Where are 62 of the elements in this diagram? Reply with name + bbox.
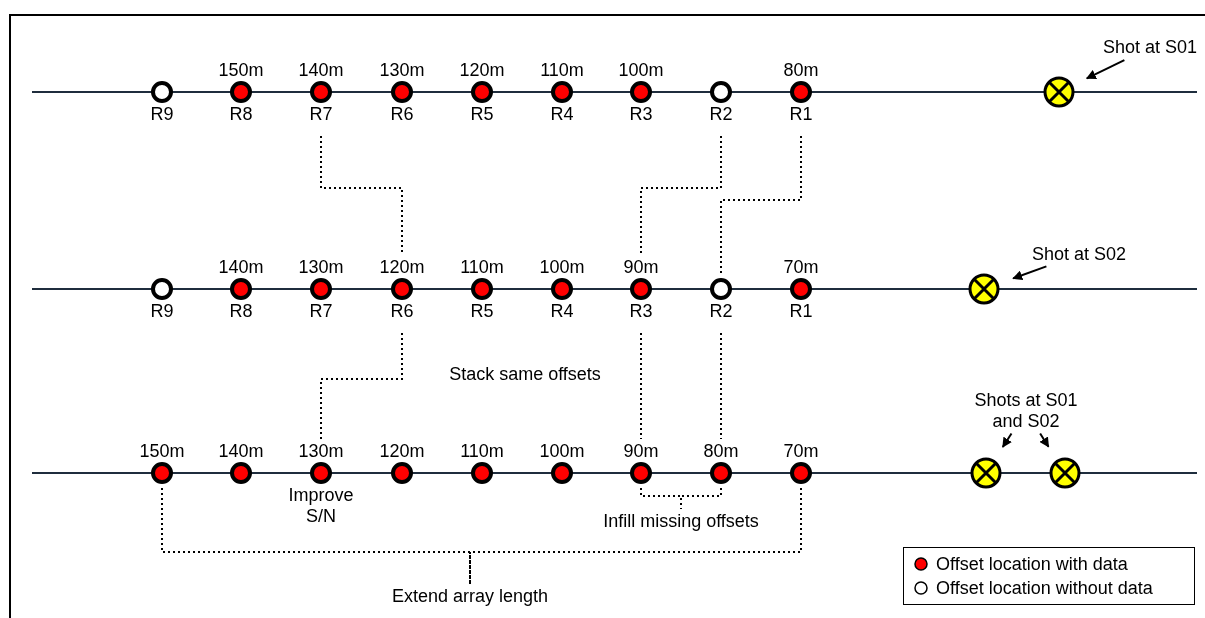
offset-label: 130m bbox=[379, 60, 425, 80]
arrow bbox=[1085, 59, 1126, 80]
offset-label: 100m bbox=[539, 257, 585, 277]
receiver-label: R2 bbox=[709, 104, 733, 124]
receiver-label: R3 bbox=[629, 104, 653, 124]
offset-label: 130m bbox=[298, 441, 344, 461]
offset-label: 80m bbox=[783, 60, 819, 80]
offset-label: 120m bbox=[379, 257, 425, 277]
receiver-label: R5 bbox=[470, 104, 494, 124]
receiver-label: R6 bbox=[390, 301, 414, 321]
dotted-connector bbox=[320, 332, 403, 440]
receiver-label: R9 bbox=[150, 104, 174, 124]
arrow bbox=[1001, 432, 1013, 448]
receiver-label: R9 bbox=[150, 301, 174, 321]
receiver-label: R7 bbox=[309, 104, 333, 124]
annotation-text: Stack same offsets bbox=[449, 364, 601, 385]
callout-text: Infill missing offsets bbox=[603, 511, 759, 532]
offset-label: 140m bbox=[298, 60, 344, 80]
annotation-text: Improve S/N bbox=[287, 485, 355, 527]
offset-label: 110m bbox=[540, 60, 584, 80]
receiver-label: R1 bbox=[789, 104, 813, 124]
callout-text: Shot at S02 bbox=[1031, 244, 1127, 265]
offset-label: 150m bbox=[139, 441, 185, 461]
dotted-connector bbox=[640, 135, 722, 256]
receiver-label: R2 bbox=[709, 301, 733, 321]
dotted-connector bbox=[680, 487, 722, 510]
dotted-connector bbox=[720, 135, 802, 276]
offset-label: 70m bbox=[783, 441, 819, 461]
legend-label: Offset location with data bbox=[936, 553, 1128, 575]
dotted-connector bbox=[640, 332, 642, 440]
dotted-connector bbox=[720, 332, 722, 440]
receiver-label: R8 bbox=[229, 301, 253, 321]
offset-label: 140m bbox=[218, 441, 264, 461]
callout-text: Shot at S01 bbox=[1102, 37, 1198, 58]
receiver-label: R5 bbox=[470, 301, 494, 321]
arrow bbox=[1012, 265, 1048, 281]
offset-label: 100m bbox=[618, 60, 664, 80]
offset-label: 80m bbox=[703, 441, 739, 461]
receiver-label: R4 bbox=[550, 301, 574, 321]
offset-label: 70m bbox=[783, 257, 819, 277]
offset-label: 90m bbox=[623, 441, 659, 461]
receiver-label: R1 bbox=[789, 301, 813, 321]
receiver-label: R7 bbox=[309, 301, 333, 321]
receiver-label: R3 bbox=[629, 301, 653, 321]
offset-label: 120m bbox=[459, 60, 505, 80]
callout-text: Extend array length bbox=[391, 586, 549, 607]
offset-label: 120m bbox=[379, 441, 425, 461]
offset-label: 150m bbox=[218, 60, 264, 80]
receiver-label: R8 bbox=[229, 104, 253, 124]
offset-label: 140m bbox=[218, 257, 264, 277]
offset-label: 110m bbox=[460, 441, 504, 461]
receiver-label: R6 bbox=[390, 104, 414, 124]
dotted-connector bbox=[161, 487, 471, 585]
legend-label: Offset location without data bbox=[936, 577, 1153, 599]
offset-label: 90m bbox=[623, 257, 659, 277]
offset-label: 130m bbox=[298, 257, 344, 277]
offset-label: 110m bbox=[460, 257, 504, 277]
offset-label: 100m bbox=[539, 441, 585, 461]
callout-text: Shots at S01 and S02 bbox=[974, 390, 1078, 432]
receiver-label: R4 bbox=[550, 104, 574, 124]
dotted-connector bbox=[469, 487, 802, 585]
arrow bbox=[1039, 432, 1050, 448]
